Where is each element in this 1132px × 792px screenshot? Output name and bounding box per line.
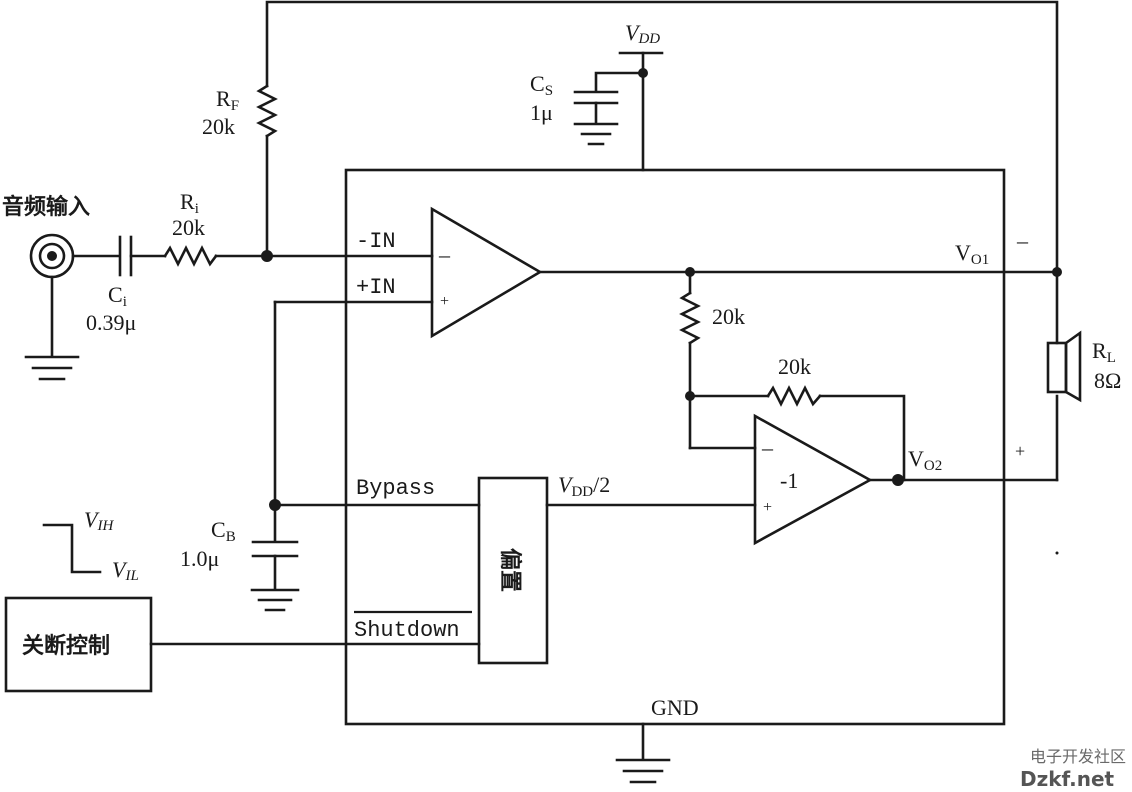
pin-bypass-label: Bypass (356, 476, 435, 501)
cs-label: CS (530, 71, 553, 99)
cb-label: CB (211, 517, 236, 545)
ri-resistor (163, 245, 218, 267)
feedback-resistor-1 (679, 291, 701, 345)
opamp-1 (430, 206, 543, 339)
opamp1-minus-sign: – (438, 242, 451, 267)
opamp1-plus-sign: + (440, 293, 449, 310)
cb-ground-icon (250, 588, 300, 612)
ci-label: Ci (108, 282, 127, 310)
ic-package-outline (344, 168, 1006, 726)
cb-value: 1.0μ (180, 546, 219, 571)
feedback-resistor-2 (766, 385, 822, 407)
out-plus-label: + (1015, 441, 1025, 461)
vo1-label: VO1 (955, 240, 989, 268)
bias-block-label: 偏置 (497, 548, 523, 592)
rf-resistor (256, 84, 278, 138)
inverter-gain-label: -1 (780, 468, 798, 493)
top-feedback-wire (265, 0, 1059, 274)
vdd-top-label: VDD (625, 20, 660, 47)
ri-label: Ri (180, 189, 199, 217)
cs-value: 1μ (530, 100, 553, 125)
ic-ground-icon (615, 758, 671, 784)
vih-label: VIH (84, 507, 114, 534)
bias-block (477, 476, 549, 665)
shutdown-control-label: 关断控制 (22, 633, 110, 659)
audio-jack-icon (29, 233, 75, 279)
vdd-half-label: VDD/2 (558, 472, 610, 500)
rl-label: RL (1092, 338, 1116, 366)
pin-minus-in-label: -IN (356, 229, 396, 254)
gnd-label: GND (651, 695, 699, 720)
ri-value: 20k (172, 215, 205, 240)
watermark-line2: Dzkf.net (1020, 767, 1115, 791)
rf-label: RF (216, 86, 239, 114)
rl-value: 8Ω (1094, 368, 1121, 393)
pin-plus-in-label: +IN (356, 275, 396, 300)
opamp2-plus-sign: + (763, 499, 772, 516)
opamp-2-inverter (753, 413, 873, 546)
input-ground-icon (24, 355, 80, 381)
feedback-resistor-2-value: 20k (778, 354, 811, 379)
audio-input-label: 音频输入 (2, 194, 90, 220)
pin-shutdown-label: Shutdown (354, 618, 460, 643)
watermark-line1: 电子开发社区 (1030, 747, 1126, 766)
cs-ground-icon (573, 122, 619, 146)
feedback-resistor-1-value: 20k (712, 304, 745, 329)
vil-label: VIL (112, 557, 139, 584)
opamp2-minus-sign: – (761, 435, 774, 460)
rf-value: 20k (202, 114, 235, 139)
shutdown-waveform-icon (42, 523, 102, 574)
vo2-label: VO2 (908, 446, 942, 474)
ci-value: 0.39μ (86, 310, 136, 335)
speaker-icon (1046, 330, 1082, 403)
out-minus-label: – (1016, 228, 1029, 253)
